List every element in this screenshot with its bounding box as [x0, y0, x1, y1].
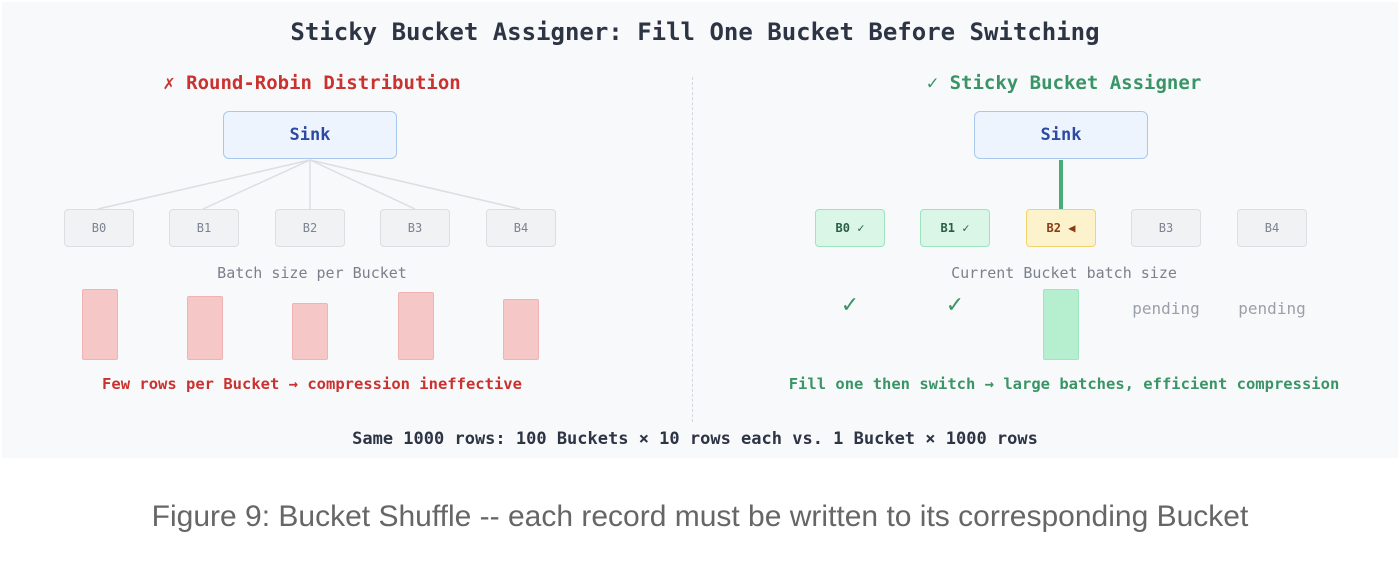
left-bucket-b2: B2 [275, 209, 345, 247]
current-batch-bar-b2 [1043, 289, 1079, 360]
connector-lines [97, 159, 1063, 210]
batch-bar-b2 [292, 303, 328, 360]
batch-bar-b0 [82, 289, 118, 360]
check-icon-b1: ✓ [945, 292, 965, 317]
pending-b4: pending [1238, 299, 1306, 318]
left-bucket-b0: B0 [64, 209, 134, 247]
diagram-title: Sticky Bucket Assigner: Fill One Bucket … [290, 18, 1100, 46]
batch-bar-b3 [398, 292, 434, 360]
right-bucket-b3: B3 [1131, 209, 1201, 247]
diagram-panel: Sticky Bucket Assigner: Fill One Bucket … [2, 2, 1398, 458]
sticky-heading: ✓ Sticky Bucket Assigner [926, 72, 1202, 94]
right-bucket-b1: B1 ✓ [920, 209, 990, 247]
left-bucket-b3: B3 [380, 209, 450, 247]
batch-bar-b4 [503, 299, 539, 360]
left-bucket-b1: B1 [169, 209, 239, 247]
left-bucket-b4: B4 [486, 209, 556, 247]
check-icon-b0: ✓ [840, 292, 860, 317]
round-robin-heading: ✗ Round-Robin Distribution [163, 72, 461, 94]
comparison-footer: Same 1000 rows: 100 Buckets × 10 rows ea… [352, 429, 1038, 449]
pending-b3: pending [1132, 299, 1200, 318]
left-batch-label: Batch size per Bucket [217, 264, 407, 282]
sticky-note: Fill one then switch → large batches, ef… [788, 375, 1340, 393]
left-sink-node: Sink [223, 111, 397, 159]
round-robin-note: Few rows per Bucket → compression ineffe… [102, 375, 522, 393]
batch-bar-b1 [187, 296, 223, 360]
figure-caption: Figure 9: Bucket Shuffle -- each record … [151, 500, 1249, 533]
right-batch-label: Current Bucket batch size [951, 264, 1177, 282]
right-bucket-b4: B4 [1237, 209, 1307, 247]
right-sink-node: Sink [974, 111, 1148, 159]
right-bucket-b2-active: B2 ◀ [1026, 209, 1096, 247]
section-divider [692, 77, 693, 422]
right-bucket-b0: B0 ✓ [815, 209, 885, 247]
